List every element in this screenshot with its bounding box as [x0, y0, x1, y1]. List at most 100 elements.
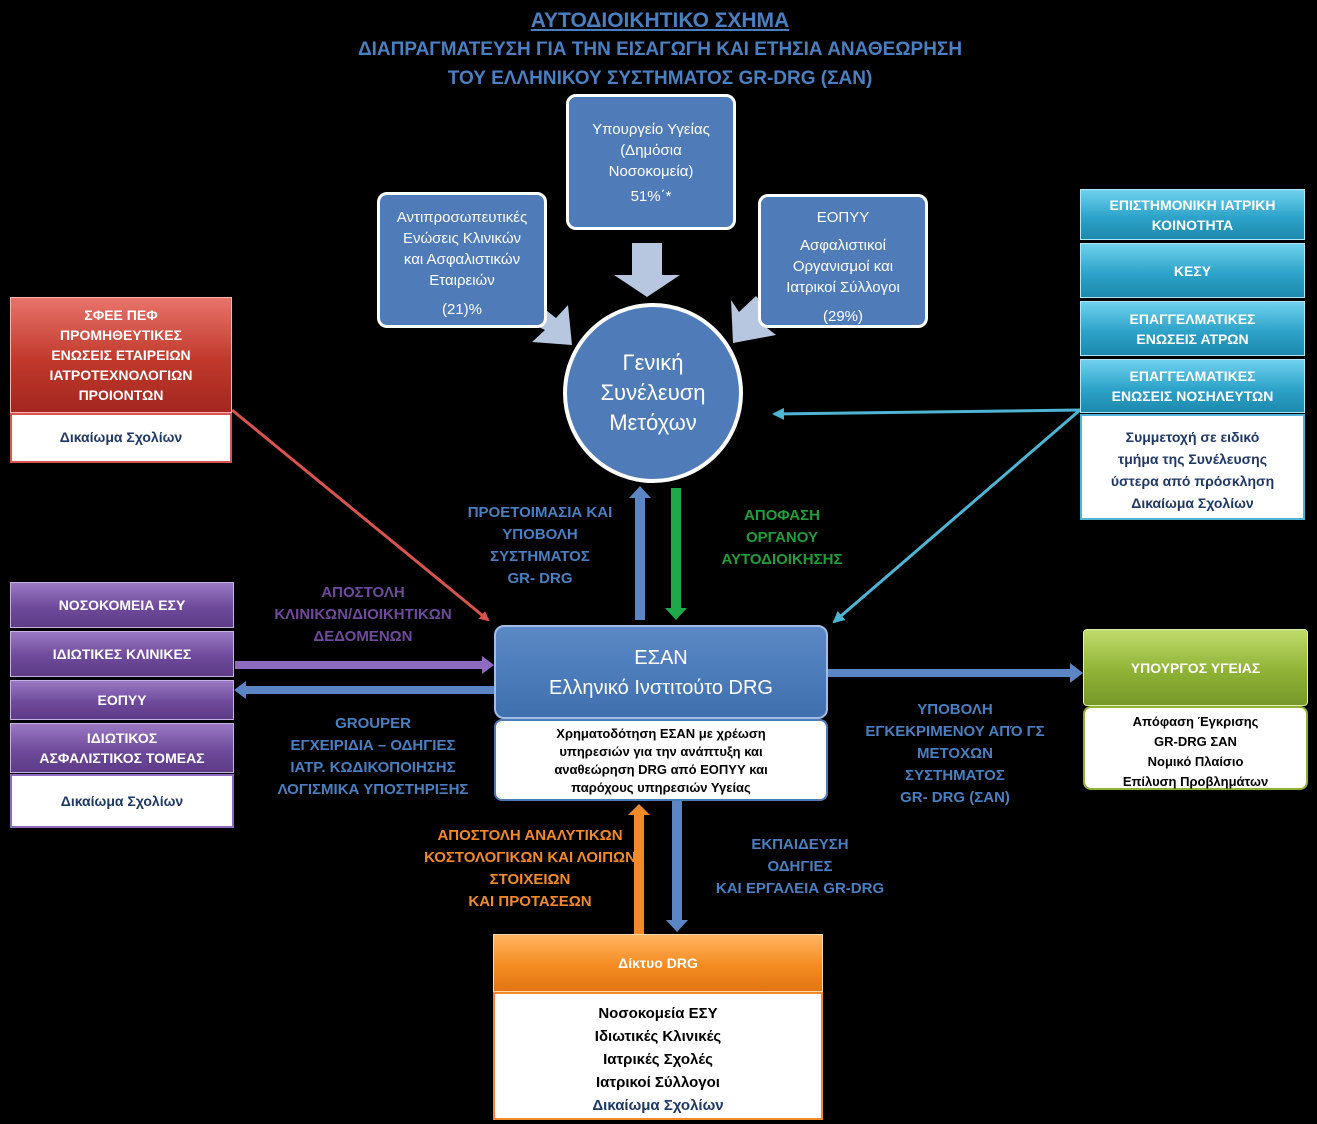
unions-box: Αντιπροσωπευτικές Ενώσεις Κλινικών και Α…: [377, 192, 547, 328]
eopyy-line3: Οργανισμοί και: [792, 258, 894, 275]
kesy-box: ΚΕΣΥ: [1080, 243, 1305, 298]
unions-line4: Εταιρειών: [429, 272, 495, 289]
doctors-unions-box: ΕΠΑΓΓΕΛΜΑΤΙΚΕΣ ΕΝΩΣΕΙΣ ΑΤΡΩΝ: [1080, 301, 1305, 356]
sfee-line1: ΣΦΕΕ ΠΕΦ: [84, 307, 158, 323]
doctors-line1: ΕΠΑΓΓΕΛΜΑΤΙΚΕΣ: [1129, 310, 1256, 327]
clinical-label-line3: ΔΕΔΟΜΕΝΩΝ: [313, 628, 413, 645]
nurses-line2: ΕΝΩΣΕΙΣ ΝΟΣΗΛΕΥΤΩΝ: [1111, 388, 1274, 404]
cost-label-line3: ΣΤΟΙΧΕΙΩΝ: [489, 871, 571, 888]
network-comment: Δικαίωμα Σχολίων: [592, 1097, 724, 1114]
prep-label-line4: GR- DRG: [507, 570, 573, 587]
training-label: ΕΚΠΑΙΔΕΥΣΗ ΟΔΗΓΙΕΣ ΚΑΙ ΕΡΓΑΛΕΙΑ GR-DRG: [695, 834, 905, 900]
eopyy-line2: Ασφαλιστικοί: [799, 237, 886, 254]
cost-data-label: ΑΠΟΣΤΟΛΗ ΑΝΑΛΥΤΙΚΩΝ ΚΟΣΤΟΛΟΓΙΚΩΝ ΚΑΙ ΛΟΙ…: [380, 825, 680, 913]
minister-line2: GR-DRG ΣΑΝ: [1154, 734, 1237, 749]
sfee-box: ΣΦΕΕ ΠΕΦ ΠΡΟΜΗΘΕΥΤΙΚΕΣ ΕΝΩΣΕΙΣ ΕΤΑΙΡΕΙΩΝ…: [10, 297, 232, 413]
doctors-line2: ΕΝΩΣΕΙΣ ΑΤΡΩΝ: [1136, 330, 1249, 347]
assembly-line3: Μετόχων: [609, 410, 697, 435]
private-insurance-line1: ΙΔΙΩΤΙΚΟΣ: [86, 730, 158, 746]
eopyy-percent: (29%): [822, 308, 863, 325]
grouper-arrow: [234, 681, 494, 699]
sfee-comment-box: Δικαίωμα Σχολίων: [10, 413, 232, 463]
drg-network-box: Δίκτυο DRG: [493, 934, 823, 992]
private-insurance-box: ΙΔΙΩΤΙΚΟΣ ΑΣΦΑΛΙΣΤΙΚΟΣ ΤΟΜΕΑΣ: [10, 723, 234, 773]
left-group-comment: Δικαίωμα Σχολίων: [10, 774, 234, 828]
cost-label-line4: ΚΑΙ ΠΡΟΤΑΣΕΩΝ: [468, 893, 592, 910]
private-insurance-line2: ΑΣΦΑΛΙΣΤΙΚΟΣ ΤΟΜΕΑΣ: [39, 750, 205, 766]
esan-note-line3: αναθεώρηση DRG από ΕΟΠΥΥ και: [554, 762, 768, 777]
esy-hospitals-box: ΝΟΣΟΚΟΜΕΙΑ ΕΣΥ: [10, 582, 234, 628]
clinical-label-line2: ΚΛΙΝΙΚΩΝ/ΔΙΟΙΚΗΤΙΚΩΝ: [274, 606, 452, 623]
esan-funding-note: Χρηματοδότηση ΕΣΑΝ με χρέωση υπηρεσιών γ…: [494, 719, 828, 801]
decision-label-line1: ΑΠΟΦΑΣΗ: [744, 507, 820, 524]
minister-line3: Νομικό Πλαίσιο: [1147, 754, 1244, 769]
ministry-line3: Νοσοκομεία): [608, 163, 694, 180]
ministry-arrow: [614, 243, 680, 297]
minister-box: ΥΠΟΥΡΓΟΣ ΥΓΕΙΑΣ: [1083, 629, 1308, 706]
decision-label: ΑΠΟΦΑΣΗ ΟΡΓΑΝΟΥ ΑΥΤΟΔΙΟΙΚΗΣΗΣ: [690, 505, 874, 571]
network-line2: Ιδιωτικές Κλινικές: [594, 1028, 722, 1045]
eopyy-box: ΕΟΠΥΥ Ασφαλιστικοί Οργανισμοί και Ιατρικ…: [758, 194, 928, 328]
sfee-line4: ΙΑΤΡΟΤΕΧΝΟΛΟΓΙΩΝ: [49, 367, 193, 383]
decision-label-line2: ΟΡΓΑΝΟΥ: [746, 529, 818, 546]
clinical-data-label: ΑΠΟΣΤΟΛΗ ΚΛΙΝΙΚΩΝ/ΔΙΟΙΚΗΤΙΚΩΝ ΔΕΔΟΜΕΝΩΝ: [238, 582, 488, 648]
eopyy-line4: Ιατρικοί Σύλλογοι: [786, 279, 900, 296]
sfee-arrow: [231, 408, 490, 622]
grouper-label-line1: GROUPER: [335, 715, 411, 732]
esan-line2: Ελληνικό Ινστιτούτο DRG: [548, 677, 773, 699]
ministry-line1: Υπουργείο Υγείας: [592, 121, 710, 138]
submit-label-line4: ΣΥΣΤΗΜΑΤΟΣ: [905, 767, 1005, 784]
minister-line1: Απόφαση Έγκρισης: [1132, 714, 1259, 729]
esan-box: ΕΣΑΝ Ελληνικό Ινστιτούτο DRG: [494, 625, 828, 719]
prep-arrow: [629, 486, 651, 620]
teal-arrow-assembly: [772, 407, 1081, 420]
nurses-unions-box: ΕΠΑΓΓΕΛΜΑΤΙΚΕΣ ΕΝΩΣΕΙΣ ΝΟΣΗΛΕΥΤΩΝ: [1080, 359, 1305, 413]
unions-line2: Ενώσεις Κλινικών: [402, 230, 522, 247]
assembly-line2: Συνέλευση: [600, 380, 706, 405]
submit-label-line1: ΥΠΟΒΟΛΗ: [917, 701, 993, 718]
training-label-line3: ΚΑΙ ΕΡΓΑΛΕΙΑ GR-DRG: [715, 880, 885, 897]
scientific-line2: ΚΟΙΝΟΤΗΤΑ: [1151, 216, 1234, 233]
general-assembly-circle: Γενική Συνέλευση Μετόχων: [563, 303, 743, 483]
ministry-line2: (Δημόσια: [620, 142, 682, 159]
cost-label-line2: ΚΟΣΤΟΛΟΓΙΚΩΝ ΚΑΙ ΛΟΙΠΩΝ: [424, 849, 636, 866]
eopyy-line1: ΕΟΠΥΥ: [816, 209, 870, 226]
unions-percent: (21)%: [441, 301, 482, 318]
submit-label-line3: ΜΕΤΟΧΩΝ: [917, 745, 993, 762]
decision-arrow: [665, 488, 687, 620]
clinical-label-line1: ΑΠΟΣΤΟΛΗ: [321, 584, 405, 601]
unions-line3: και Ασφαλιστικών: [403, 251, 521, 268]
ministry-percent: 51%΄*: [630, 188, 672, 205]
prep-label: ΠΡΟΕΤΟΙΜΑΣΙΑ ΚΑΙ ΥΠΟΒΟΛΗ ΣΥΣΤΗΜΑΤΟΣ GR- …: [440, 502, 640, 590]
sfee-line3: ΕΝΩΣΕΙΣ ΕΤΑΙΡΕΙΩΝ: [51, 347, 191, 363]
minister-note: Απόφαση Έγκρισης GR-DRG ΣΑΝ Νομικό Πλαίσ…: [1083, 706, 1308, 790]
submit-label-line5: GR- DRG (ΣΑΝ): [900, 789, 1010, 806]
ministry-box: Υπουργείο Υγείας (Δημόσια Νοσοκομεία) 51…: [566, 94, 736, 230]
right-note-line1: Συμμετοχή σε ειδικό: [1125, 429, 1260, 445]
drg-network-members: Νοσοκομεία ΕΣΥ Ιδιωτικές Κλινικές Ιατρικ…: [493, 992, 823, 1120]
esan-line1: ΕΣΑΝ: [634, 647, 688, 669]
sfee-line5: ΠΡΟΙΟΝΤΩΝ: [78, 387, 164, 403]
network-line3: Ιατρικές Σχολές: [603, 1051, 713, 1068]
diagram-subtitle-1: ΔΙΑΠΡΑΓΜΑΤΕΥΣΗ ΓΙΑ ΤΗΝ ΕΙΣΑΓΩΓΗ ΚΑΙ ΕΤΗΣ…: [357, 39, 963, 60]
right-group-note: Συμμετοχή σε ειδικό τμήμα της Συνέλευσης…: [1080, 414, 1305, 520]
right-note-line2: τμήμα της Συνέλευσης: [1117, 451, 1268, 467]
prep-label-line3: ΣΥΣΤΗΜΑΤΟΣ: [490, 548, 590, 565]
esan-note-line4: παρόχους υπηρεσιών Υγείας: [571, 780, 751, 795]
sfee-line2: ΠΡΟΜΗΘΕΥΤΙΚΕΣ: [60, 327, 182, 343]
submit-label-line2: ΕΓΚΕΚΡΙΜΕΝΟΥ ΑΠΌ ΓΣ: [865, 723, 1045, 740]
network-line4: Ιατρικοί Σύλλογοι: [596, 1074, 720, 1091]
diagram-subtitle-2: ΤΟΥ ΕΛΛΗΝΙΚΟΥ ΣΥΣΤΗΜΑΤΟΣ GR-DRG (ΣΑΝ): [447, 68, 873, 89]
grouper-label: GROUPER ΕΓΧΕΙΡΙΔΙΑ – ΟΔΗΓΙΕΣ ΙΑΤΡ. ΚΩΔΙΚ…: [240, 713, 506, 801]
right-note-line3: ύστερα από πρόσκληση: [1110, 473, 1275, 489]
training-arrow: [666, 800, 688, 932]
training-label-line1: ΕΚΠΑΙΔΕΥΣΗ: [751, 836, 849, 853]
esan-note-line2: υπηρεσιών για την ανάπτυξη και: [559, 744, 763, 759]
right-note-line4: Δικαίωμα Σχολίων: [1131, 495, 1254, 511]
teal-arrow-esan: [832, 408, 1081, 624]
assembly-line1: Γενική: [622, 350, 684, 375]
cost-label-line1: ΑΠΟΣΤΟΛΗ ΑΝΑΛΥΤΙΚΩΝ: [437, 827, 623, 844]
nurses-line1: ΕΠΑΓΓΕΛΜΑΤΙΚΕΣ: [1129, 368, 1256, 384]
